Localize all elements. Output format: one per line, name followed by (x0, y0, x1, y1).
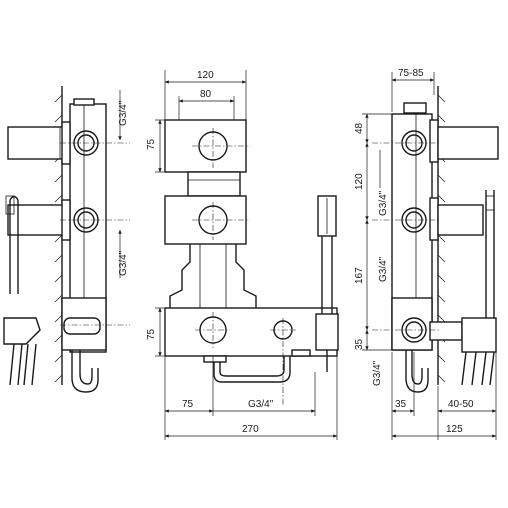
dim-top-overall: 120 (197, 70, 214, 81)
right-thread-lower: G3/4" (372, 360, 383, 386)
left-thread-upper: G3/4" (118, 100, 129, 126)
dim-bottom-overall: 270 (242, 424, 259, 435)
right-bottom-125: 125 (446, 424, 463, 435)
dim-top-inner: 80 (200, 89, 212, 100)
left-side-view: G3/4" G3/4" (3, 86, 130, 393)
right-bottom-35: 35 (395, 399, 407, 410)
right-bottom-4050: 40-50 (448, 399, 474, 410)
dim-bottom-left: 75 (182, 399, 194, 410)
dim-front-upper: 75 (146, 138, 157, 150)
right-dim-35: 35 (354, 338, 365, 350)
right-thread-upper: G3/4" (378, 190, 389, 216)
dim-bottom-thread: G3/4" (248, 399, 274, 410)
right-thread-middle: G3/4" (378, 256, 389, 282)
right-top-depth: 75-85 (398, 68, 424, 79)
left-thread-lower: G3/4" (118, 250, 129, 276)
right-dim-48: 48 (354, 122, 365, 134)
right-dim-167: 167 (354, 267, 365, 284)
right-dim-120: 120 (354, 173, 365, 190)
front-view: 120 80 (146, 70, 339, 440)
right-side-view: 75-85 (354, 68, 499, 440)
dim-front-lower: 75 (146, 328, 157, 340)
